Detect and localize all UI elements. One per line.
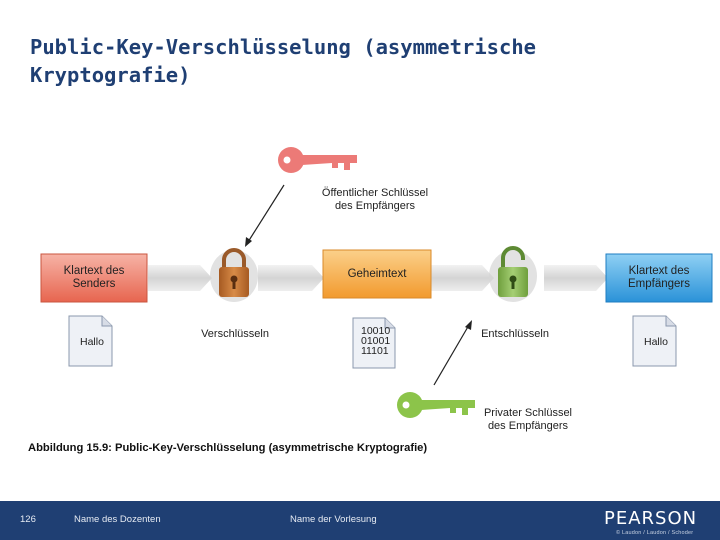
lecturer-name: Name des Dozenten [74, 514, 161, 525]
receiver-plaintext-box: Klartext des Empfängers [606, 254, 712, 302]
sender-document-text: Hallo [80, 336, 104, 348]
public-key-arrow [245, 184, 285, 247]
ciphertext-box: Geheimtext [323, 250, 431, 298]
sender-box-line2: Senders [72, 278, 116, 290]
private-key-icon [397, 392, 475, 418]
pearson-logo: PEARSON [604, 508, 698, 529]
closed-lock-icon [210, 248, 258, 302]
slide-title-line1: Public-Key-Verschlüsselung (asymmetrisch… [30, 35, 537, 59]
slide-title: Public-Key-Verschlüsselung (asymmetrisch… [30, 33, 670, 89]
slide-title-line2: Kryptografie) [30, 63, 191, 87]
receiver-document-text: Hallo [644, 336, 668, 348]
course-name: Name der Vorlesung [290, 514, 377, 525]
public-key-label-line1: Öffentlicher Schlüssel [321, 187, 429, 199]
receiver-document-icon [632, 315, 677, 367]
ciphertext-box-label: Geheimtext [347, 267, 407, 280]
private-key-label: Privater Schlüssel des Empfängers [453, 407, 603, 432]
public-key-icon [278, 147, 357, 173]
receiver-box-shape [605, 253, 713, 303]
cipher-document-icon [352, 317, 396, 369]
decrypt-label-text: Entschlüsseln [481, 328, 549, 340]
sender-box-shape [40, 253, 148, 303]
public-key-label-line2: des Empfängers [334, 199, 416, 212]
sender-plaintext-box: Klartext des Senders [41, 254, 147, 302]
flow-band [148, 265, 608, 291]
cipher-line-3: 11101 [361, 345, 389, 357]
page-number: 126 [20, 514, 36, 525]
decrypt-label: Entschlüsseln [470, 328, 560, 341]
private-key-label-line2: des Empfängers [487, 419, 569, 432]
cipher-document-text: 10010 01001 11101 [361, 325, 391, 357]
sender-document-icon [68, 315, 113, 367]
cipher-line-2: 01001 [361, 335, 391, 347]
sender-box-line1: Klartext des [63, 265, 125, 277]
public-key-label: Öffentlicher Schlüssel des Empfängers [300, 187, 450, 212]
encrypt-label: Verschlüsseln [190, 328, 280, 341]
figure-caption: Abbildung 15.9: Public-Key-Verschlüsselu… [28, 442, 428, 454]
cipher-box-shape [322, 249, 432, 299]
private-key-label-line1: Privater Schlüssel [483, 407, 573, 419]
footer-bar: 126 Name des Dozenten Name der Vorlesung [0, 501, 720, 540]
private-key-arrow [433, 320, 472, 386]
receiver-box-line2: Empfängers [627, 278, 690, 290]
cipher-line-1: 10010 [361, 325, 391, 337]
open-lock-icon [489, 246, 537, 302]
receiver-box-line1: Klartext des [628, 265, 690, 277]
encrypt-label-text: Verschlüsseln [201, 328, 269, 340]
pearson-copyright: © Laudon / Laudon / Schoder [616, 530, 694, 536]
encryption-diagram [40, 147, 713, 418]
